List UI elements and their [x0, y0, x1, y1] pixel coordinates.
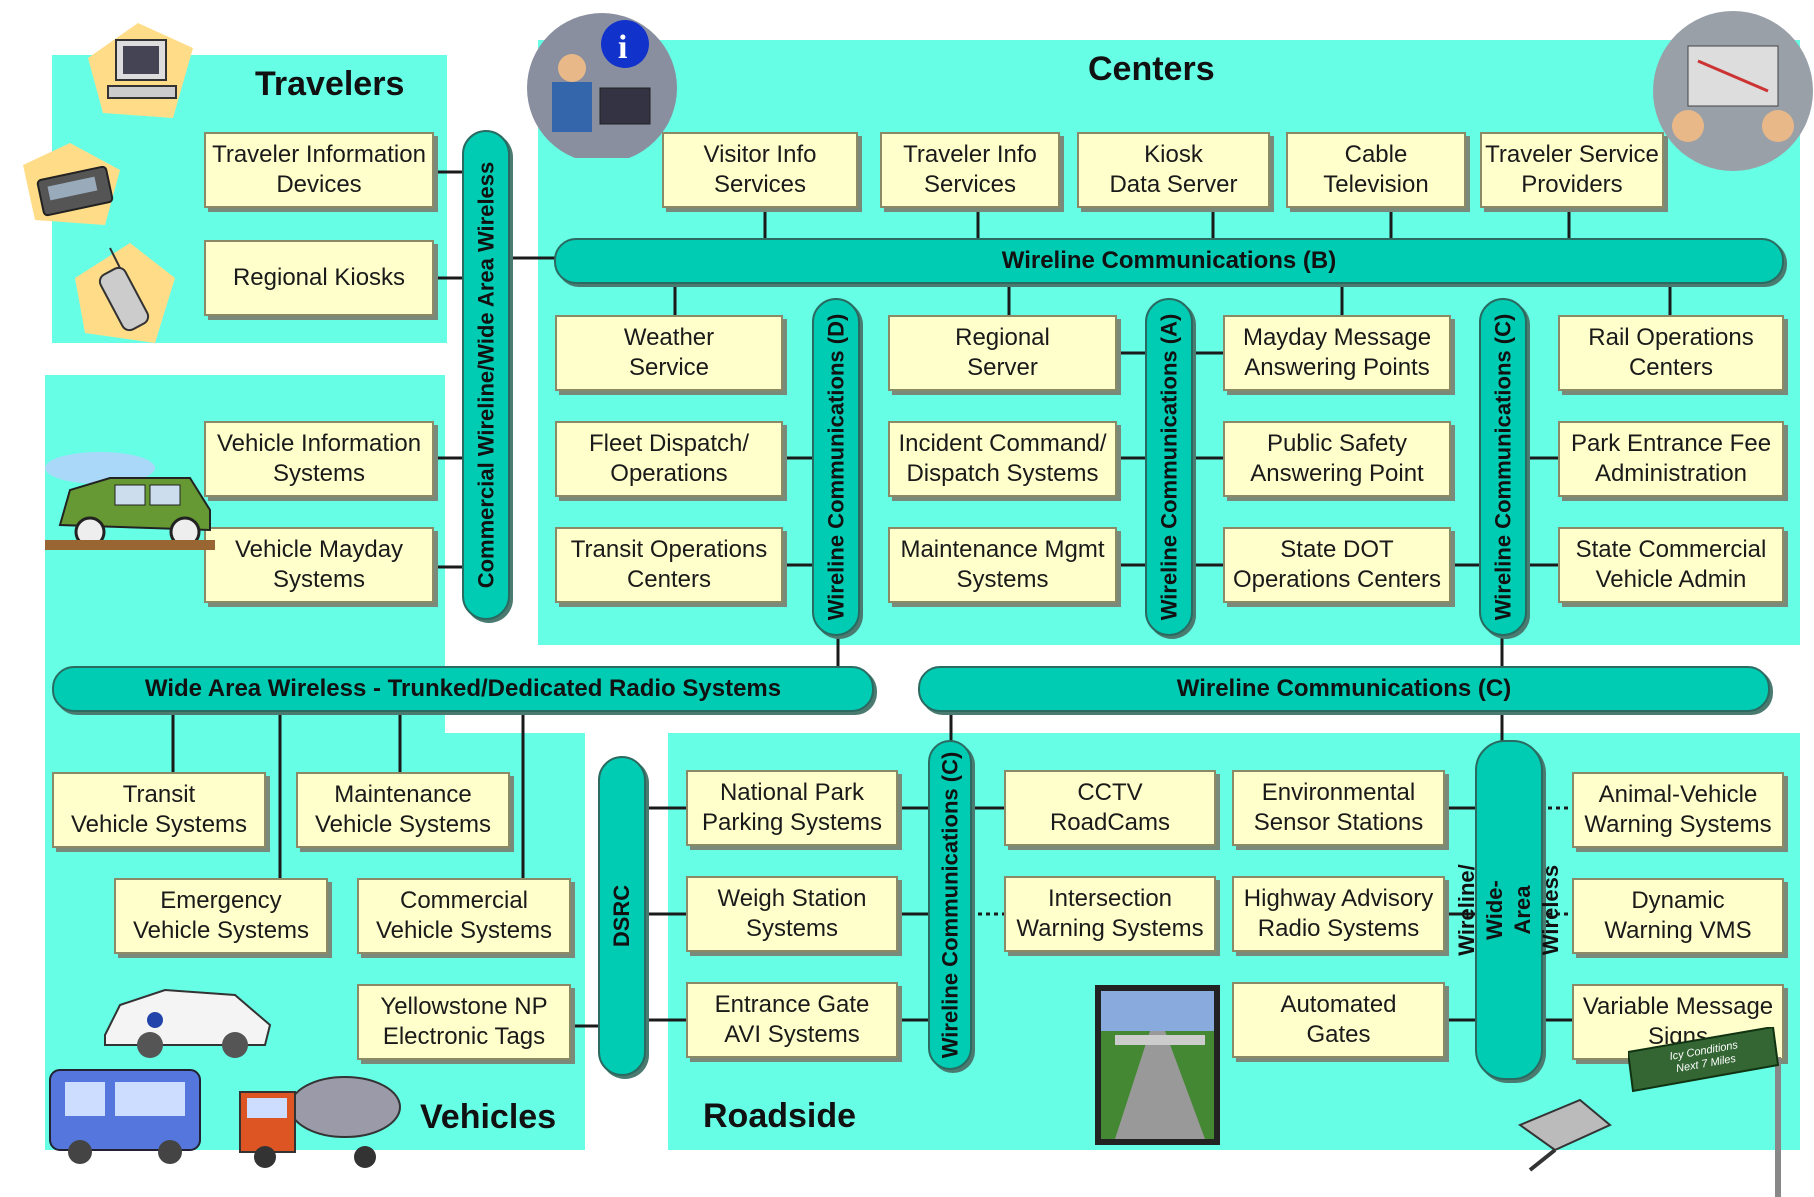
vehicle-information-box: Vehicle Information Systems	[204, 421, 434, 497]
computer-icon	[88, 23, 193, 118]
maintenance-vehicle-box: Maintenance Vehicle Systems	[296, 772, 510, 848]
visitor-info-services-box: Visitor Info Services	[662, 132, 858, 208]
wireline-c-mid-label: Wireline Communications (C)	[1176, 675, 1512, 702]
vehicle-mayday-box: Vehicle Mayday Systems	[204, 527, 434, 603]
state-commercial-vehicle-box: State Commercial Vehicle Admin	[1558, 527, 1784, 603]
fleet-dispatch-box: Fleet Dispatch/ Operations	[555, 421, 783, 497]
camera-icon	[1517, 1098, 1612, 1172]
wireline-c-right-label: Wireline Communications (C)	[1490, 313, 1516, 621]
weigh-station-box: Weigh Station Systems	[686, 876, 898, 952]
kiosk-data-server-box: Kiosk Data Server	[1077, 132, 1270, 208]
park-entrance-fee-box: Park Entrance Fee Administration	[1558, 421, 1784, 497]
control-room-icon	[1653, 11, 1813, 171]
commercial-wide-area-label: Commercial Wireline/Wide Area Wireless	[473, 161, 498, 589]
automated-gates-box: Automated Gates	[1232, 982, 1445, 1058]
public-safety-box: Public Safety Answering Point	[1223, 421, 1451, 497]
transit-bus-icon	[49, 1069, 201, 1164]
transit-vehicle-box: Transit Vehicle Systems	[52, 772, 266, 848]
wireline-c-road-label: Wireline Communications (C)	[937, 751, 963, 1059]
commercial-wide-area-bus: Commercial Wireline/Wide Area Wireless	[462, 130, 510, 620]
wide-area-trunked-label: Wide Area Wireless - Trunked/Dedicated R…	[144, 675, 782, 702]
travelers-title: Travelers	[255, 65, 405, 103]
cctv-roadcams-box: CCTV RoadCams	[1004, 770, 1216, 846]
yellowstone-tags-box: Yellowstone NP Electronic Tags	[357, 984, 571, 1060]
wireline-c-mid-bus: Wireline Communications (C)	[918, 666, 1770, 712]
wireline-a-label: Wireline Communications (A)	[1156, 313, 1182, 621]
wireline-c-right-bus: Wireline Communications (C)	[1479, 298, 1527, 636]
maintenance-mgmt-box: Maintenance Mgmt Systems	[888, 527, 1117, 603]
wireline-d-label: Wireline Communications (D)	[823, 313, 849, 621]
tanker-truck-icon	[239, 1076, 401, 1168]
national-park-parking-box: National Park Parking Systems	[686, 770, 898, 846]
transit-operations-box: Transit Operations Centers	[555, 527, 783, 603]
road-sign-icon	[1628, 1027, 1781, 1197]
traveler-service-providers-box: Traveler Service Providers	[1480, 132, 1664, 208]
regional-server-box: Regional Server	[888, 315, 1117, 391]
rail-operations-box: Rail Operations Centers	[1558, 315, 1784, 391]
operator-info-icon: i	[527, 13, 677, 158]
wide-area-trunked-bus: Wide Area Wireless - Trunked/Dedicated R…	[52, 666, 874, 712]
wireline-d-bus: Wireline Communications (D)	[812, 298, 860, 636]
wireline-wide-area-label: Wireline/ Wide-Area Wireless	[1454, 864, 1563, 956]
svg-text:i: i	[618, 29, 627, 66]
suv-car-icon	[45, 452, 215, 550]
emergency-vehicle-box: Emergency Vehicle Systems	[114, 878, 328, 954]
vehicles-title: Vehicles	[420, 1098, 557, 1136]
police-car-icon	[104, 988, 272, 1058]
weather-service-box: Weather Service	[555, 315, 783, 391]
cable-television-box: Cable Television	[1286, 132, 1466, 208]
mayday-message-box: Mayday Message Answering Points	[1223, 315, 1451, 391]
wireline-a-bus: Wireline Communications (A)	[1145, 298, 1193, 636]
regional-kiosks-box: Regional Kiosks	[204, 240, 434, 316]
wireline-c-road-bus: Wireline Communications (C)	[928, 740, 972, 1070]
wireline-b-bus: Wireline Communications (B)	[554, 238, 1784, 284]
cell-phone-icon	[75, 243, 175, 343]
highway-advisory-box: Highway Advisory Radio Systems	[1232, 876, 1445, 952]
intersection-warning-box: Intersection Warning Systems	[1004, 876, 1216, 952]
highway-photo-icon	[1095, 985, 1220, 1145]
roadside-title: Roadside	[703, 1097, 857, 1135]
traveler-info-devices-box: Traveler Information Devices	[204, 132, 434, 208]
dsrc-bus: DSRC	[598, 756, 646, 1076]
dynamic-warning-vms-box: Dynamic Warning VMS	[1572, 878, 1784, 954]
animal-vehicle-box: Animal-Vehicle Warning Systems	[1572, 772, 1784, 848]
environmental-sensor-box: Environmental Sensor Stations	[1232, 770, 1445, 846]
state-dot-box: State DOT Operations Centers	[1223, 527, 1451, 603]
traveler-info-services-box: Traveler Info Services	[880, 132, 1060, 208]
centers-title: Centers	[1088, 50, 1215, 88]
wireline-b-label: Wireline Communications (B)	[1001, 247, 1337, 274]
commercial-vehicle-box: Commercial Vehicle Systems	[357, 878, 571, 954]
dsrc-label: DSRC	[609, 884, 634, 948]
wireline-wide-area-bus: Wireline/ Wide-Area Wireless	[1454, 740, 1563, 1080]
entrance-gate-box: Entrance Gate AVI Systems	[686, 982, 898, 1058]
pager-icon	[23, 143, 120, 225]
incident-command-box: Incident Command/ Dispatch Systems	[888, 421, 1117, 497]
